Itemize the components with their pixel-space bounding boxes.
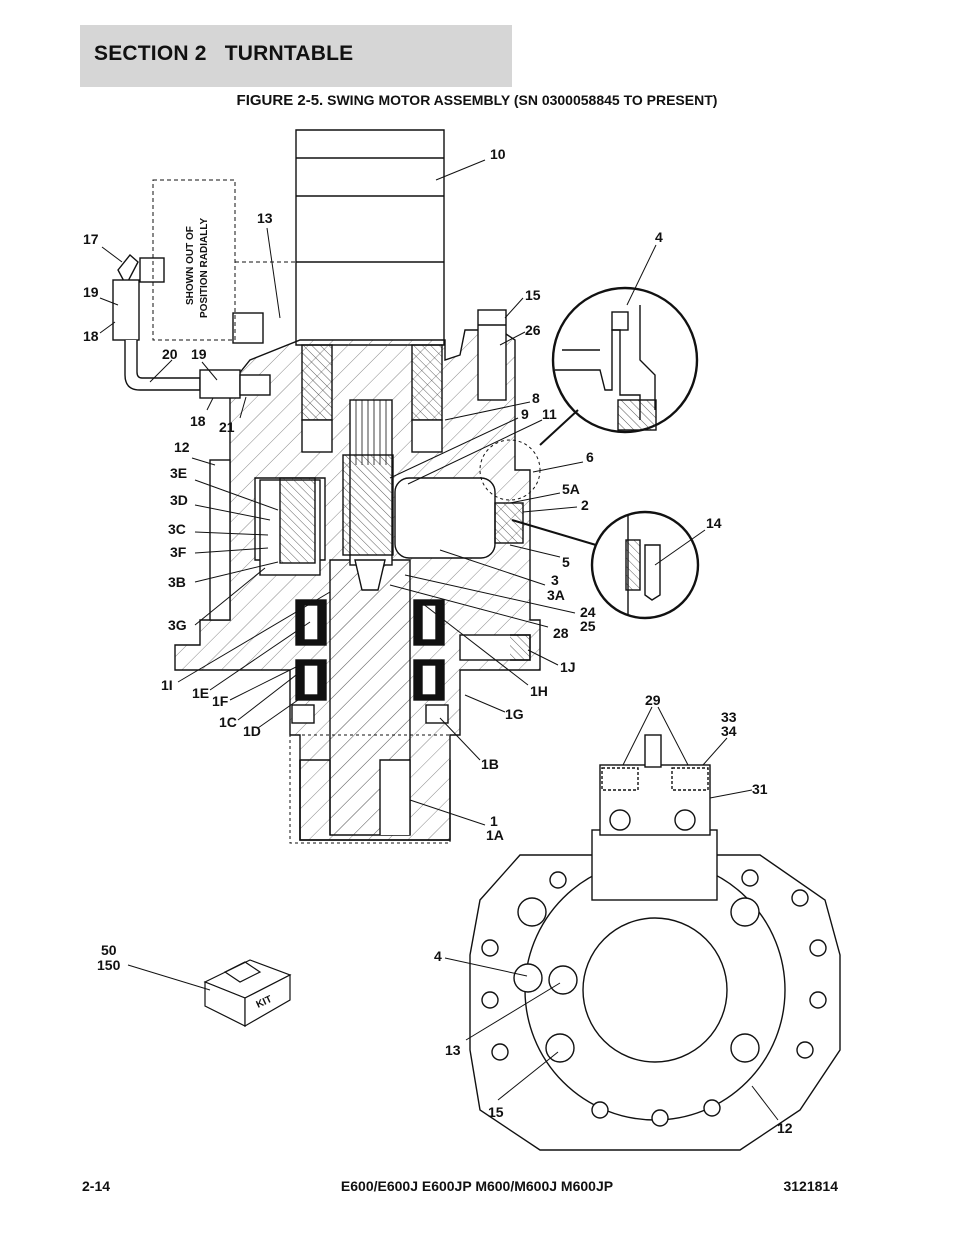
callout-1c: 1C — [219, 714, 237, 730]
pinion-dashed-envelope — [289, 734, 451, 844]
callout-6: 6 — [586, 449, 594, 465]
callout-1h: 1H — [530, 683, 548, 699]
callout-28: 28 — [553, 625, 569, 641]
callout-5a: 5A — [562, 481, 580, 497]
callout-3g: 3G — [168, 617, 187, 633]
callout-18-lower: 18 — [190, 413, 206, 429]
detail-view-lower — [590, 510, 700, 620]
footer-document-number: 3121814 — [783, 1178, 838, 1194]
callout-5: 5 — [562, 554, 570, 570]
callout-19-lower: 19 — [191, 346, 207, 362]
note-line-2: POSITION RADIALLY — [199, 217, 210, 318]
detail-origin-dashed-circle — [479, 439, 541, 501]
callout-labels: 10 13 17 19 18 20 19 18 21 15 26 4 8 9 1… — [83, 146, 793, 1136]
callout-1d: 1D — [243, 723, 261, 739]
callout-15-end-view: 15 — [488, 1104, 504, 1120]
motor-end-view — [469, 734, 841, 1151]
callout-20: 20 — [162, 346, 178, 362]
callout-19-upper: 19 — [83, 284, 99, 300]
callout-14: 14 — [706, 515, 722, 531]
callout-3b: 3B — [168, 574, 186, 590]
callout-1e: 1E — [192, 685, 209, 701]
hydraulic-line-fittings — [112, 253, 271, 399]
callout-leader-lines — [99, 159, 779, 1121]
callout-1j: 1J — [560, 659, 576, 675]
callout-9: 9 — [521, 406, 529, 422]
callout-12-end-view: 12 — [777, 1120, 793, 1136]
turntable-housing-section — [174, 309, 541, 841]
callout-3e: 3E — [170, 465, 187, 481]
callout-3c: 3C — [168, 521, 186, 537]
hydraulic-motor — [295, 129, 445, 346]
section-title: SECTION 2 TURNTABLE — [94, 42, 354, 65]
callout-3d: 3D — [170, 492, 188, 508]
callout-1: 1 — [490, 813, 498, 829]
callout-8: 8 — [532, 390, 540, 406]
detail-view-upper — [551, 286, 699, 434]
callout-17: 17 — [83, 231, 99, 247]
kit-box-icon — [203, 959, 292, 1028]
callout-13: 13 — [257, 210, 273, 226]
callout-3f: 3F — [170, 544, 187, 560]
figure-number: FIGURE 2-5. — [236, 92, 324, 109]
callout-1f: 1F — [212, 693, 229, 709]
callout-11: 11 — [542, 406, 557, 422]
callout-26: 26 — [525, 322, 541, 338]
callout-3a: 3A — [547, 587, 565, 603]
callout-34: 34 — [721, 723, 737, 739]
callout-2: 2 — [581, 497, 589, 513]
callout-21: 21 — [219, 419, 235, 435]
footer-page-number: 2-14 — [82, 1178, 111, 1194]
callout-10: 10 — [490, 146, 506, 162]
callout-12: 12 — [174, 439, 190, 455]
callout-150: 150 — [97, 957, 121, 973]
callout-4-end-view: 4 — [434, 948, 442, 964]
callout-15: 15 — [525, 287, 541, 303]
callout-33: 33 — [721, 709, 737, 725]
callout-24: 24 — [580, 604, 596, 620]
callout-1b: 1B — [481, 756, 499, 772]
callout-29: 29 — [645, 692, 661, 708]
figure-caption: FIGURE 2-5. SWING MOTOR ASSEMBLY (SN 030… — [0, 92, 954, 109]
callout-4: 4 — [655, 229, 663, 245]
callout-31: 31 — [752, 781, 768, 797]
note-line-1: SHOWN OUT OF — [185, 226, 196, 305]
callout-1i: 1I — [161, 677, 173, 693]
section-header: SECTION 2 TURNTABLE — [80, 25, 512, 87]
footer-model-list: E600/E600J E600JP M600/M600J M600JP — [340, 1178, 614, 1194]
callout-3: 3 — [551, 572, 559, 588]
callout-50: 50 — [101, 942, 117, 958]
figure-title: SWING MOTOR ASSEMBLY (SN 0300058845 TO P… — [327, 92, 718, 108]
callout-1g: 1G — [505, 706, 524, 722]
callout-18-upper: 18 — [83, 328, 99, 344]
callout-1a: 1A — [486, 827, 504, 843]
out-of-position-note-box — [152, 179, 236, 341]
callout-25: 25 — [580, 618, 596, 634]
callout-13-end-view: 13 — [445, 1042, 461, 1058]
